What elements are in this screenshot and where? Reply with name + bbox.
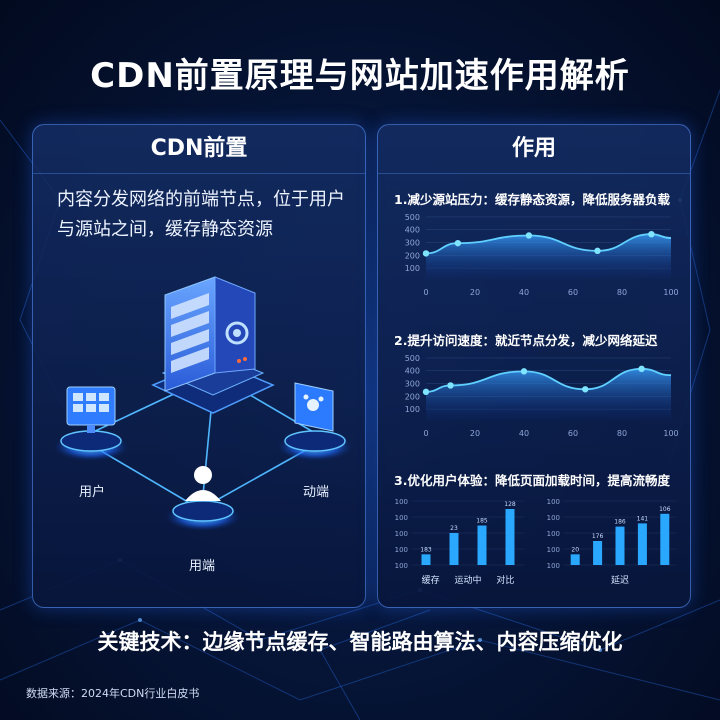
category-label: 运动中 — [454, 574, 481, 586]
cdn-description: 内容分发网络的前端节点，位于用户与源站之间，缓存静态资源 — [57, 189, 345, 240]
data-point — [582, 386, 589, 393]
data-point — [454, 239, 462, 247]
cdn-diagram — [53, 276, 353, 531]
bar — [570, 554, 580, 565]
y-tick-label: 400 — [405, 367, 420, 376]
cdn-panel: CDN前置 内容分发网络的前端节点，位于用户与源站之间，缓存静态资源 — [32, 124, 366, 608]
data-point — [422, 388, 430, 396]
experience-bar-chart-1: 100 100 100 100 100 183 23 185 128 缓存 运动中 对比 — [395, 498, 524, 586]
y-tick-label: 300 — [405, 239, 420, 248]
x-tick-label: 80 — [617, 288, 627, 297]
y-tick-label: 500 — [405, 213, 420, 222]
bar — [593, 541, 603, 565]
y-tick-label: 100 — [405, 264, 420, 273]
y-tick-label: 100 — [547, 498, 560, 506]
y-tick-label: 100 — [395, 530, 408, 538]
mobile-node — [277, 382, 353, 461]
bar — [660, 513, 670, 565]
data-source: 数据来源：2024年CDN行业白皮书 — [26, 687, 200, 700]
key-tech-footer: 关键技术：边缘节点缓存、智能路由算法、内容压缩优化 — [97, 630, 623, 654]
effect-title-2: 2.提升访问速度：就近节点分发，减少网络延迟 — [394, 333, 658, 348]
x-tick-label: 40 — [519, 288, 529, 297]
bar-value-label: 128 — [504, 501, 516, 508]
area-fill — [426, 368, 671, 420]
effect-title-3: 3.优化用户体验：降低页面加载时间，提高流畅度 — [394, 473, 670, 488]
bar-value-label: 106 — [659, 506, 671, 513]
person-icon — [185, 466, 221, 501]
area-fill — [426, 234, 671, 279]
category-label: 缓存 — [422, 574, 440, 586]
client-node-label: 用端 — [189, 559, 216, 574]
y-tick-label: 100 — [547, 530, 560, 538]
y-tick-label: 100 — [395, 498, 408, 506]
data-point — [648, 231, 655, 238]
bar — [615, 526, 625, 565]
speed-chart: 100 200 300 400 500 0 20 40 60 80 100 — [405, 354, 679, 438]
bar-value-label: 183 — [420, 546, 432, 553]
data-point — [422, 250, 430, 257]
x-tick-label: 100 — [663, 288, 678, 297]
bar-value-label: 185 — [476, 518, 488, 525]
user-node — [53, 386, 129, 461]
experience-bar-chart-2: 100 100 100 100 100 20 176 186 141 106 延迟 — [547, 498, 676, 586]
y-tick-label: 100 — [547, 514, 560, 522]
x-tick-label: 20 — [470, 288, 480, 297]
y-tick-label: 100 — [395, 546, 408, 554]
x-tick-label: 0 — [423, 288, 428, 297]
page-title: CDN前置原理与网站加速作用解析 — [90, 56, 630, 96]
x-tick-label: 60 — [568, 288, 578, 297]
bar-value-label: 141 — [637, 515, 649, 522]
y-tick-label: 100 — [395, 562, 408, 570]
data-point — [520, 368, 528, 375]
x-tick-label: 80 — [617, 429, 627, 438]
y-tick-label: 100 — [395, 514, 408, 522]
x-tick-label: 40 — [519, 429, 529, 438]
y-tick-label: 200 — [405, 392, 420, 401]
bar-value-label: 20 — [571, 546, 579, 553]
bar — [637, 523, 647, 565]
x-tick-label: 0 — [423, 429, 428, 438]
y-tick-label: 100 — [547, 562, 560, 570]
data-point — [525, 232, 533, 239]
y-tick-label: 400 — [405, 226, 420, 235]
x-tick-label: 100 — [663, 429, 678, 438]
user-node-label: 用户 — [79, 485, 106, 500]
bar — [505, 509, 515, 565]
server-icon — [151, 276, 275, 414]
category-label: 对比 — [496, 574, 514, 586]
y-tick-label: 200 — [405, 251, 420, 260]
bar — [477, 525, 487, 565]
y-tick-label: 100 — [405, 405, 420, 414]
client-node — [165, 466, 241, 531]
y-tick-label: 500 — [405, 354, 420, 363]
x-tick-label: 20 — [470, 429, 480, 438]
data-point — [594, 247, 601, 255]
y-tick-label: 300 — [405, 380, 420, 389]
bar-value-label: 176 — [592, 533, 604, 540]
mobile-app-icon — [294, 382, 334, 432]
data-point — [638, 365, 645, 372]
bar-value-label: 23 — [450, 525, 458, 532]
cdn-panel-heading: CDN前置 — [33, 125, 365, 174]
bar-value-label: 186 — [614, 519, 626, 526]
monitor-icon — [66, 386, 116, 433]
data-point — [447, 382, 454, 389]
bar — [449, 533, 459, 565]
effects-panel-heading: 作用 — [378, 125, 690, 174]
effect-title-1: 1.减少源站压力：缓存静态资源，降低服务器负载 — [394, 192, 670, 207]
category-label: 延迟 — [611, 574, 629, 586]
y-tick-label: 100 — [547, 546, 560, 554]
x-tick-label: 60 — [568, 429, 578, 438]
mobile-node-label: 动端 — [303, 485, 330, 500]
bar — [421, 554, 431, 565]
load-chart: 100 200 300 400 500 0 20 40 60 80 100 — [405, 213, 679, 297]
